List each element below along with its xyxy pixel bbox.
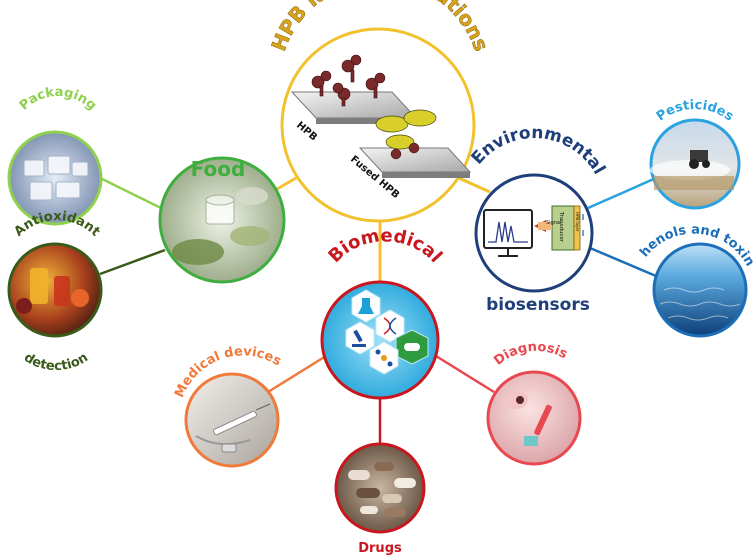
environmental-label: Environmental	[468, 123, 610, 178]
biosensor-icon: Signal Transducer HPB layer	[483, 205, 584, 257]
connector-env-phenols	[589, 246, 657, 278]
center-node: HPB Fused HPB	[280, 27, 476, 223]
packaging-label: Packaging	[17, 85, 99, 114]
hpb-protein-icon	[311, 54, 386, 107]
connector-bio-diagnosis	[435, 354, 495, 394]
pesticides-node: Pesticides	[649, 98, 741, 210]
hpb-layer-label: HPB layer	[575, 212, 580, 232]
pills-icon	[348, 462, 416, 517]
connector-env-pesticides	[587, 176, 657, 210]
diagnosis-label: Diagnosis	[491, 340, 570, 369]
connector-bio-medical	[267, 354, 327, 394]
environmental-node: Signal Transducer HPB layer Environmenta…	[468, 123, 610, 315]
packaging-node: Packaging	[7, 85, 103, 226]
fused-hpb-plate	[358, 109, 472, 178]
biomedical-node: Biomedical	[320, 225, 446, 400]
drugs-node: Drugs	[334, 442, 426, 556]
syringe-icon	[195, 403, 271, 453]
antioxidant-node: Antioxidant detection	[7, 209, 103, 374]
antioxidant-drinks-icon	[16, 268, 89, 314]
detection-label: detection	[21, 350, 91, 374]
transducer-label: Transducer	[558, 211, 564, 243]
packaging-containers-icon	[23, 155, 89, 201]
drugs-label: Drugs	[358, 541, 402, 556]
signal-label: Signal	[546, 220, 561, 226]
fused-hpb-protein-icon	[375, 109, 437, 160]
diagnosis-test-icon	[504, 391, 552, 446]
food-label: Food	[191, 157, 246, 181]
biomedical-label: Biomedical	[324, 225, 446, 267]
connector-food-antioxidant	[99, 248, 166, 276]
medical-devices-node: Medical devices	[172, 344, 284, 468]
food-node: Food	[158, 156, 286, 284]
food-grains-icon	[172, 187, 270, 265]
diagnosis-node: Diagnosis	[486, 340, 582, 466]
sea-waves-icon	[659, 287, 741, 321]
biosensors-label: biosensors	[486, 295, 590, 315]
biomedical-hexagon-icons	[345, 289, 429, 375]
tractor-spraying-icon	[650, 150, 734, 190]
